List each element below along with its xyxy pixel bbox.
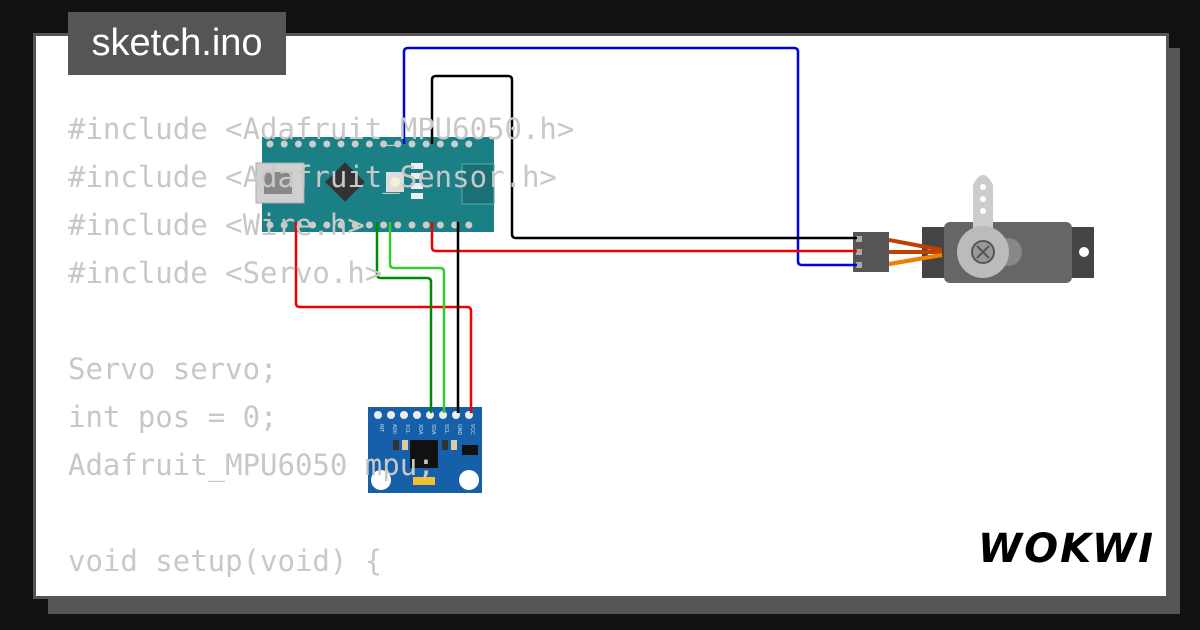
microcontroller-chip [325,162,365,202]
nano-pin[interactable] [280,140,288,148]
nano-pin[interactable] [436,221,444,229]
wokwi-logo: WOKWI [978,526,1156,572]
wire-green-sda [375,222,433,413]
nano-pin[interactable] [337,140,345,148]
nano-pin[interactable] [422,140,430,148]
nano-pin[interactable] [408,140,416,148]
nano-pin[interactable] [465,221,473,229]
mpu-pin-label: GND [456,424,462,436]
nano-pin[interactable] [309,221,317,229]
nano-pin[interactable] [309,140,317,148]
mpu-pin-label: XCL [404,424,410,434]
wire-red-3v3-vcc [294,222,473,413]
nano-pin[interactable] [323,221,331,229]
mpu-pin-label: SDA [430,424,436,435]
mpu-pin-xda[interactable] [413,411,421,419]
nano-pin[interactable] [436,140,444,148]
mpu-pin-label: VCC [469,424,475,435]
nano-pin[interactable] [394,221,402,229]
wire-red-5v-servo [430,222,857,253]
arduino-nano[interactable] [255,137,495,232]
nano-pin[interactable] [266,140,274,148]
nano-pin[interactable] [422,221,430,229]
nano-pin[interactable] [351,221,359,229]
nano-pin[interactable] [380,221,388,229]
nano-pin[interactable] [451,221,459,229]
nano-pin[interactable] [465,140,473,148]
mpu-pin-int[interactable] [374,411,382,419]
nano-pin[interactable] [451,140,459,148]
mpu-pin-ad0[interactable] [387,411,395,419]
nano-pin[interactable] [337,221,345,229]
nano-pin[interactable] [266,221,274,229]
nano-pin[interactable] [394,140,402,148]
servo-motor[interactable] [853,175,1094,283]
nano-pin[interactable] [408,221,416,229]
mpu-chip [410,440,438,468]
preview-card [33,33,1169,599]
nano-pin[interactable] [365,221,373,229]
nano-pin[interactable] [323,140,331,148]
wire-black-gnd-servo [430,74,857,240]
nano-pin[interactable] [294,140,302,148]
wire-blue-d2-signal [402,46,857,267]
mpu-pin-label: INT [378,424,384,432]
mpu6050-module[interactable]: INT AD0 XCL XDA SDA SCL GND VCC [368,407,482,493]
mpu-pin-label: XDA [417,424,423,435]
mpu-pin-label: AD0 [391,424,397,434]
wire-lightgreen-scl [388,222,446,413]
nano-pin[interactable] [365,140,373,148]
sketch-title: sketch.ino [68,12,286,75]
nano-pin[interactable] [380,140,388,148]
nano-pin[interactable] [280,221,288,229]
mpu-pin-xcl[interactable] [400,411,408,419]
nano-pin[interactable] [351,140,359,148]
mpu-pin-label: SCL [443,424,449,434]
